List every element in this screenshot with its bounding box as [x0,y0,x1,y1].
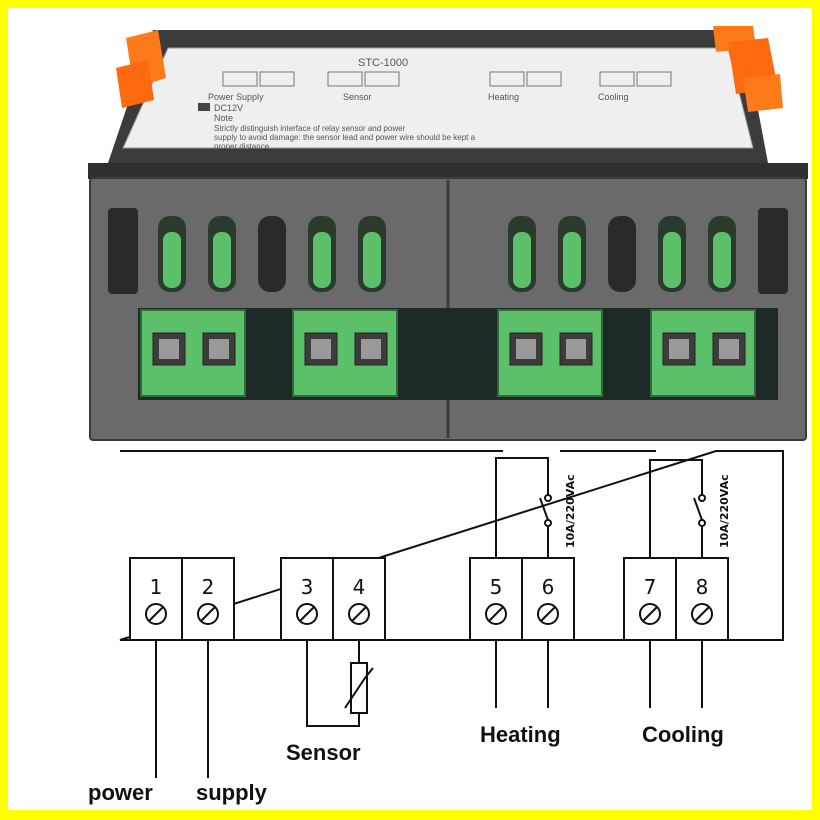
terminal-2-box [181,557,235,641]
terminal-numbers: 1 2 3 4 5 6 7 8 [150,575,709,599]
wiring-diagram [119,450,784,778]
power-label: power [88,780,153,805]
terminal-3-number: 3 [301,575,314,599]
cooling-relay-rating: 10A/220VAc [718,474,731,548]
vent-slots [108,208,788,294]
terminal-4-box [332,557,386,641]
terminal-6-number: 6 [542,575,555,599]
sticker-label-heating: Heating [488,92,519,102]
cooling-relay-switch [649,459,706,558]
terminal-7-number: 7 [644,575,657,599]
sticker-voltage: DC12V [214,103,243,113]
screw-terminal-blocks [140,309,756,397]
terminal-2-number: 2 [202,575,215,599]
cooling-label: Cooling [642,722,724,747]
terminal-6-box [521,557,575,641]
device-sticker [122,47,754,149]
sticker-model: STC-1000 [358,57,408,69]
sticker-note-line-1: Strictly distinguish interface of relay … [214,124,406,133]
wiring-illustration: STC-1000 Power Supply Sensor Heating Coo… [88,26,808,805]
sticker-note-line-2: supply to avoid damage: the sensor lead … [214,133,476,142]
heating-relay-switch [495,457,552,558]
mounting-clip-left [116,30,166,108]
heating-label: Heating [480,722,561,747]
sensor-thermistor [306,640,374,727]
sticker-label-power-supply: Power Supply [208,92,264,102]
sticker-terminal-diagram [222,71,672,87]
terminal-3-box [280,557,334,641]
terminal-8-box [675,557,729,641]
mounting-clip-right [713,26,783,112]
device-rear-edge [88,163,808,179]
terminal-5-box [469,557,523,641]
image-frame: STC-1000 Power Supply Sensor Heating Coo… [8,8,812,810]
sticker-note-title: Note [214,113,233,123]
terminal-4-number: 4 [353,575,366,599]
sticker-label-sensor: Sensor [343,92,372,102]
terminal-7-box [623,557,677,641]
screw-icons [145,603,713,625]
sticker-voltage-icon [198,103,210,111]
sensor-label: Sensor [286,740,361,765]
terminal-8-number: 8 [696,575,709,599]
terminal-5-number: 5 [490,575,503,599]
terminal-1-box [129,557,183,641]
supply-label: supply [196,780,268,805]
sticker-note-line-3: proper distance [214,142,270,151]
heating-relay-rating: 10A/220VAc [564,474,577,548]
device-photo: STC-1000 Power Supply Sensor Heating Coo… [88,26,808,441]
sticker-label-cooling: Cooling [598,92,629,102]
terminal-1-number: 1 [150,575,163,599]
